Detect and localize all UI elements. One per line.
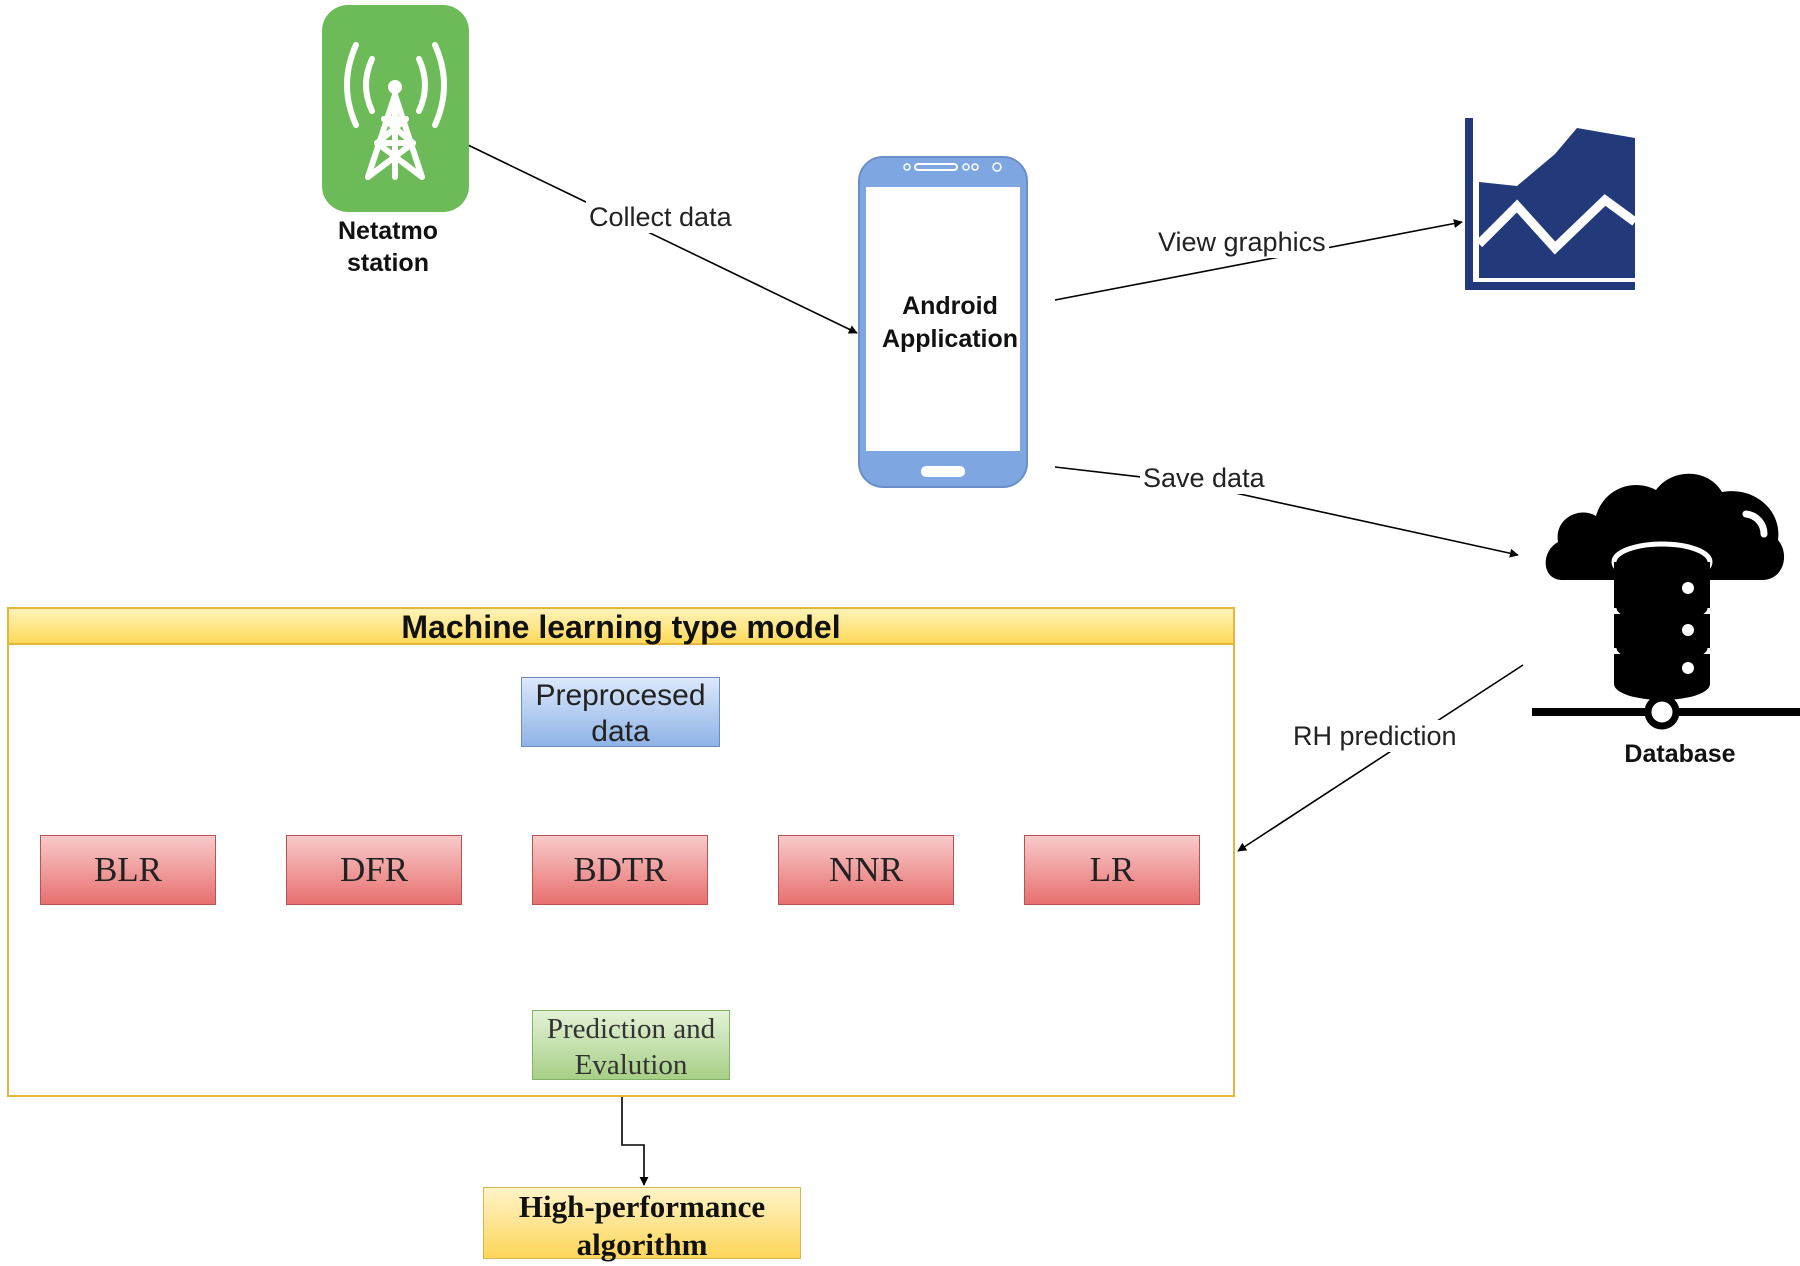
output-line2: algorithm — [576, 1227, 708, 1262]
edge-eval-output — [621, 1097, 649, 1186]
algorithm-box-blr: BLR — [40, 835, 216, 905]
high-performance-algorithm-box: High-performance algorithm — [483, 1187, 801, 1262]
ml-model-title: Machine learning type model — [9, 609, 1233, 645]
cloud-database-icon — [1532, 473, 1800, 730]
algorithm-box-lr: LR — [1024, 835, 1200, 905]
station-label-line2: station — [347, 249, 429, 277]
preprocessed-data-line2: data — [591, 715, 650, 748]
phone-label: Android Application — [865, 290, 1035, 356]
station-label: Netatmo station — [300, 215, 476, 279]
algorithm-box-dfr: DFR — [286, 835, 462, 905]
edge-rh-prediction — [1237, 664, 1524, 852]
edge-view-graphics — [1054, 219, 1463, 301]
prediction-evaluation-box: Prediction and Evalution — [532, 1010, 730, 1081]
prediction-evaluation-line1: Prediction and — [546, 1013, 716, 1045]
preprocessed-data-line1: Preprocesed — [535, 679, 706, 712]
algorithm-box-nnr: NNR — [778, 835, 954, 905]
preprocessed-data-box: Preprocesed data — [521, 677, 720, 748]
prediction-evaluation-line2: Evalution — [574, 1049, 688, 1081]
edge-label-rh-prediction: RH prediction — [1290, 720, 1460, 752]
station-label-line1: Netatmo — [337, 217, 438, 245]
edge-save-data — [1054, 466, 1519, 558]
edge-label-collect-data: Collect data — [586, 201, 735, 233]
edge-label-save-data: Save data — [1140, 462, 1268, 494]
algorithm-box-bdtr: BDTR — [532, 835, 708, 905]
smartphone-icon — [858, 156, 1028, 488]
database-label: Database — [1624, 740, 1736, 768]
edge-collect-data — [467, 144, 858, 334]
antenna-tower-icon — [322, 5, 469, 212]
edge-label-view-graphics: View graphics — [1155, 226, 1329, 258]
output-line1: High-performance — [518, 1189, 766, 1224]
area-chart-icon — [1465, 118, 1638, 290]
phone-label-line2: Application — [881, 325, 1019, 353]
phone-label-line1: Android — [902, 292, 998, 320]
